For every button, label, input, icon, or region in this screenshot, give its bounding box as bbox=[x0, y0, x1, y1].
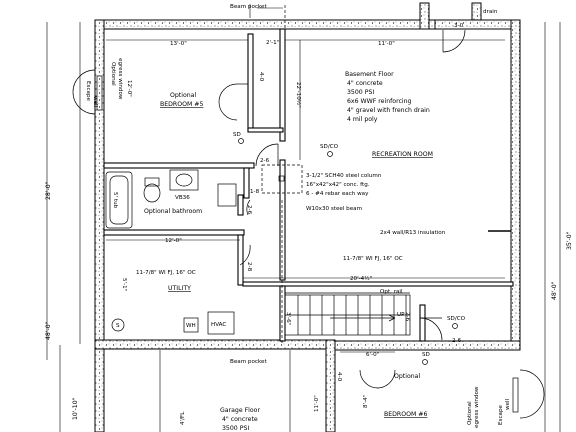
dim-2-1: 2'-1" bbox=[266, 40, 280, 46]
utility-label: UTILITY bbox=[168, 285, 191, 292]
marker-s-label: S bbox=[116, 323, 120, 329]
dim-8-4: 8'-4" bbox=[363, 394, 369, 408]
dim-20-4: 20'-4½" bbox=[350, 275, 373, 282]
plan-labels: Beam pocket Beam pocket drain 3-0 13'-0"… bbox=[45, 4, 573, 432]
dimension-lines bbox=[46, 4, 561, 432]
vanity-label: VB36 bbox=[175, 195, 190, 201]
bedroom5-label: BEDROOM #5 bbox=[160, 101, 203, 108]
dim-11-0-v: 11'-0" bbox=[314, 395, 320, 412]
dim-11-0: 11'-0" bbox=[378, 41, 395, 47]
dim-48-0-left: 48'-0" bbox=[45, 321, 52, 340]
tub-label: 5' tub bbox=[112, 192, 118, 209]
dim-35-0: 35'-0" bbox=[566, 231, 573, 250]
egress-left-label-2: egress window bbox=[117, 58, 123, 100]
dim-2-8: 2-8 bbox=[246, 262, 252, 272]
column-note-1: 3-1/2" SCH40 steel column bbox=[306, 173, 382, 179]
dim-2-6-d: 2-6 bbox=[404, 312, 410, 322]
joist-note-rec: 11-7/8" WI FJ, 16" OC bbox=[343, 256, 403, 262]
bedroom6-label: BEDROOM #6 bbox=[384, 411, 427, 418]
egress-right-label-1: Optional bbox=[467, 401, 473, 425]
detector-markers bbox=[238, 138, 458, 365]
dim-5-1: 5'-1" bbox=[121, 278, 127, 292]
basement-line-3: 6x6 WWF reinforcing bbox=[347, 98, 412, 105]
escape-wells bbox=[72, 69, 545, 419]
steel-beam bbox=[261, 5, 303, 345]
dim-1-8: 1-8 bbox=[250, 189, 260, 195]
water-heater-label: WH bbox=[186, 323, 196, 329]
escape-well-right-label-2: well bbox=[505, 398, 511, 410]
basement-line-5: 4 mil poly bbox=[347, 116, 378, 123]
doors bbox=[218, 29, 466, 389]
basement-line-4: 4" gravel with french drain bbox=[347, 107, 430, 114]
bathroom-fixtures bbox=[105, 169, 237, 229]
joist-note-utility: 11-7/8" WI FJ, 16" OC bbox=[136, 270, 196, 276]
insulation-note: 2x4 wall/R13 insulation bbox=[380, 230, 446, 236]
foundation-walls bbox=[94, 2, 521, 432]
escape-well-right-label: Escape bbox=[498, 404, 504, 425]
dim-4-0-right: 4-0 bbox=[336, 372, 342, 382]
smoke-detector-2: SD bbox=[422, 352, 430, 358]
beam-pocket-bottom-label: Beam pocket bbox=[230, 359, 267, 365]
dim-28-0: 28'-0" bbox=[45, 181, 52, 200]
smoke-detector-co-2: SD/CO bbox=[447, 316, 466, 322]
recreation-room-label: RECREATION ROOM bbox=[372, 151, 433, 158]
escape-well-left-label: Escape bbox=[85, 81, 91, 102]
dim-3-6: 3'-6" bbox=[285, 312, 291, 326]
hvac-label: HVAC bbox=[211, 322, 226, 328]
interior-walls bbox=[103, 28, 514, 342]
garage-line-2: 3500 PSI bbox=[222, 425, 249, 432]
smoke-detector-co-1: SD/CO bbox=[320, 144, 339, 150]
dim-2-6-c: 2-6 bbox=[452, 338, 462, 344]
dim-2-6-a: 2-6 bbox=[246, 205, 252, 215]
escape-well-left-label-2: well bbox=[92, 96, 98, 108]
dim-13-0: 13'-0" bbox=[170, 41, 187, 47]
smoke-detector-1: SD bbox=[233, 132, 241, 138]
garage-line-1: 4" concrete bbox=[222, 416, 258, 423]
stairs-up-label: UP bbox=[397, 312, 405, 318]
column-note-3: 6 - #4 rebar each way bbox=[306, 191, 369, 197]
utility-equipment bbox=[111, 311, 235, 335]
basement-line-2: 3500 PSI bbox=[347, 89, 374, 96]
optional-bathroom-label: Optional bathroom bbox=[144, 208, 202, 215]
beam-note: W10x30 steel beam bbox=[306, 206, 362, 212]
opt-rail-label: Opt. rail bbox=[380, 289, 403, 295]
bedroom5-optional: Optional bbox=[170, 92, 196, 99]
dim-12-0-v: 12'-0" bbox=[126, 80, 132, 97]
dim-10-10: 10'-10" bbox=[72, 397, 79, 420]
stairs bbox=[284, 292, 411, 336]
drain-label: drain bbox=[483, 9, 498, 15]
dim-12-0-h: 12'-0" bbox=[165, 238, 182, 244]
dim-48-0-right: 48'-0" bbox=[551, 281, 558, 300]
dim-3-0-top: 3-0 bbox=[454, 23, 464, 29]
dim-6-0: 6'-0" bbox=[366, 352, 380, 358]
garage-floor-title: Garage Floor bbox=[220, 407, 260, 414]
column-note-2: 16"x42"x42" conc. ftg. bbox=[306, 182, 370, 188]
dim-4-0-left: 4-0 bbox=[258, 72, 264, 82]
bedroom6-optional: Optional bbox=[394, 373, 420, 380]
dim-22-10: 22'-10½" bbox=[295, 82, 302, 108]
dim-4-fl: 4'/FL bbox=[180, 411, 186, 425]
dim-2-6-b: 2-6 bbox=[260, 158, 270, 164]
basement-floor-title: Basement Floor bbox=[345, 71, 394, 78]
egress-left-label-1: Optional bbox=[110, 62, 116, 86]
basement-line-1: 4" concrete bbox=[347, 80, 383, 87]
beam-pocket-top-label: Beam pocket bbox=[230, 4, 267, 10]
egress-right-label-2: egress window bbox=[474, 386, 480, 428]
